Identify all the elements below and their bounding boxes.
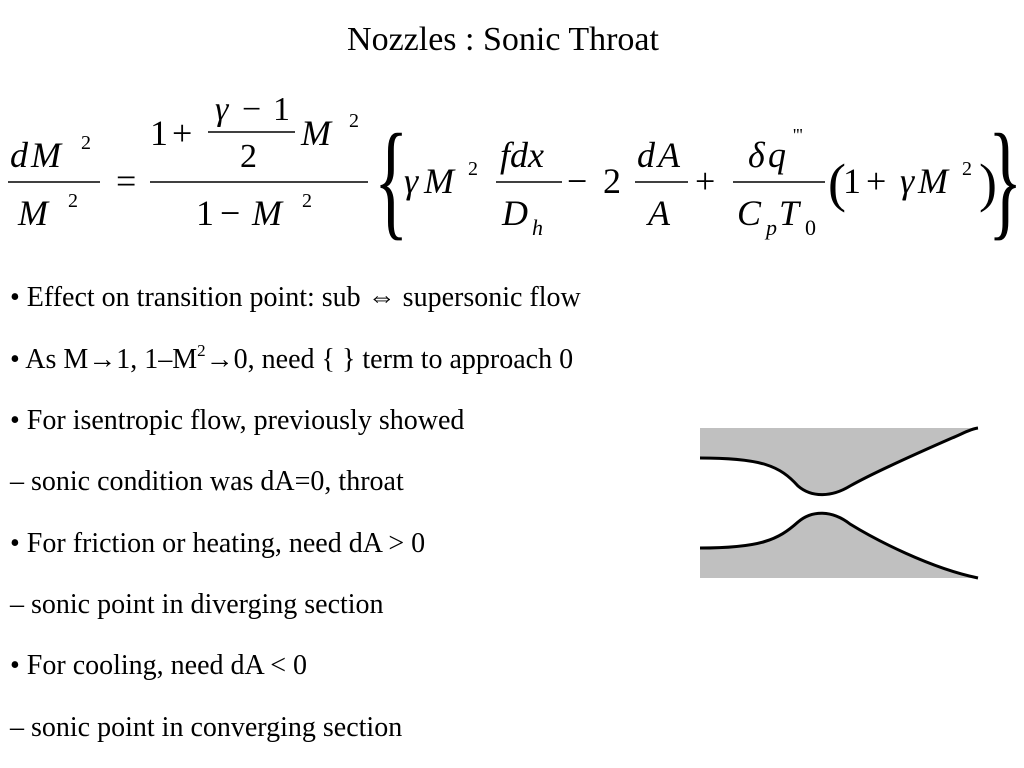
t4-gamma: γ bbox=[900, 161, 915, 201]
bullet-isentropic: • For isentropic flow, previously showed bbox=[10, 405, 465, 436]
t2-dA-d: d bbox=[637, 135, 656, 175]
rhs-num-minus: − bbox=[242, 91, 261, 128]
nozzle-upper-wall-fill bbox=[700, 428, 976, 495]
t4-plus: + bbox=[866, 161, 886, 201]
t1-h: h bbox=[532, 215, 543, 240]
nozzle-mach-equation: d M 2 M 2 = 1 + γ − 1 2 M 2 1 − M 2 { } … bbox=[8, 91, 1022, 252]
t3-primes: ''' bbox=[793, 125, 803, 145]
t2-dA-A: A bbox=[656, 135, 681, 175]
rhs-num-one2: 1 bbox=[273, 91, 290, 128]
rhs-num-plus: + bbox=[172, 113, 192, 153]
t4-one: 1 bbox=[843, 161, 861, 201]
t1-gamma: γ bbox=[404, 161, 419, 201]
equals-sign: = bbox=[116, 161, 136, 201]
rhs-num-one: 1 bbox=[150, 113, 168, 153]
rhs-den-exp: 2 bbox=[302, 190, 312, 212]
brace-open: { bbox=[374, 108, 408, 252]
bullet-friction-heating: • For friction or heating, need dA > 0 bbox=[10, 528, 426, 559]
bullet-mach-limit: • As M→1, 1–M2→0, need { } term to appro… bbox=[10, 341, 574, 377]
subbullet-diverging: – sonic point in diverging section bbox=[10, 589, 384, 620]
t3-zero: 0 bbox=[805, 215, 816, 240]
bullet-transition-point: • Effect on transition point: sub ⇔ supe… bbox=[10, 282, 581, 313]
rhs-num-M: M bbox=[300, 113, 333, 153]
rhs-den-one: 1 bbox=[196, 193, 214, 233]
t3-T: T bbox=[779, 193, 802, 233]
bullet-mach-limit-pre: • As M→1, 1–M bbox=[10, 344, 198, 375]
t1-exp: 2 bbox=[468, 158, 478, 180]
t4-exp: 2 bbox=[962, 158, 972, 180]
t2-two: 2 bbox=[603, 161, 621, 201]
rhs-num-gamma: γ bbox=[215, 91, 230, 128]
t1-fdx: fdx bbox=[500, 135, 544, 175]
bullet-mach-limit-sup: 2 bbox=[197, 341, 206, 360]
lhs-den-M: M bbox=[17, 193, 50, 233]
lhs-num-M: M bbox=[30, 135, 63, 175]
t4-M: M bbox=[917, 161, 950, 201]
t3-q: q bbox=[768, 135, 786, 175]
nozzle-diagram bbox=[700, 426, 979, 580]
t2-A: A bbox=[646, 193, 671, 233]
nozzle-lower-wall-fill bbox=[700, 513, 976, 578]
t2-minus: − bbox=[567, 161, 587, 201]
rhs-num-exp: 2 bbox=[349, 110, 359, 132]
bullet-mach-limit-post: →0, need { } term to approach 0 bbox=[205, 344, 574, 375]
slide-title: Nozzles : Sonic Throat bbox=[347, 21, 659, 58]
nozzle-upper-wall-line bbox=[700, 426, 979, 497]
t1-M: M bbox=[423, 161, 456, 201]
t3-plus: + bbox=[695, 161, 715, 201]
lhs-num-d: d bbox=[10, 135, 29, 175]
bullet-cooling: • For cooling, need dA < 0 bbox=[10, 650, 308, 681]
nozzle-lower-wall-line bbox=[700, 511, 979, 580]
subbullet-converging: – sonic point in converging section bbox=[10, 712, 403, 743]
rhs-den-minus: − bbox=[220, 193, 240, 233]
rhs-num-two: 2 bbox=[240, 138, 257, 175]
rhs-den-M: M bbox=[251, 193, 284, 233]
t3-p: p bbox=[764, 215, 777, 240]
brace-close: } bbox=[988, 108, 1022, 252]
subbullet-throat: – sonic condition was dA=0, throat bbox=[10, 466, 404, 497]
lhs-num-exp: 2 bbox=[81, 132, 91, 154]
lhs-den-exp: 2 bbox=[68, 190, 78, 212]
t1-D: D bbox=[501, 193, 528, 233]
t3-C: C bbox=[737, 193, 762, 233]
paren-close: ) bbox=[979, 153, 997, 213]
paren-open: ( bbox=[828, 153, 846, 213]
t3-delta: δ bbox=[748, 135, 766, 175]
